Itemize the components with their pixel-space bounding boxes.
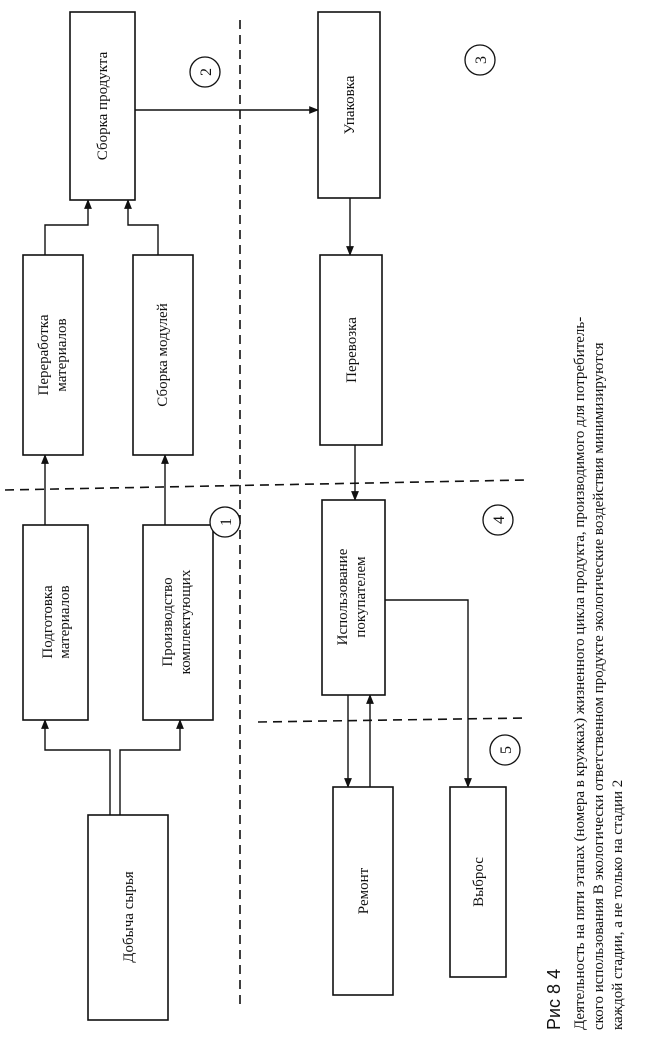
svg-text:2: 2 <box>198 68 215 76</box>
box-ispolzovanie <box>321 499 386 696</box>
svg-text:3: 3 <box>473 56 490 64</box>
figure-number: Рис 8 4 <box>544 969 564 1030</box>
caption-line-3: каждой стадии, а не только на стадии 2 <box>610 780 626 1030</box>
stage-marker-2: 2 <box>189 56 221 88</box>
box-vybros <box>449 786 507 978</box>
box-upakovka <box>317 11 381 199</box>
stage-marker-3: 3 <box>464 44 496 76</box>
label-ispolzovanie-line1: Использование <box>335 548 351 645</box>
label-proizvodstvo-line2: комплектующих <box>178 569 194 674</box>
label-pererabotka-line2: материалов <box>54 318 70 391</box>
box-perevozka <box>319 254 383 446</box>
caption-line-2: ского использования В экологически ответ… <box>591 342 607 1030</box>
connector-lines <box>41 106 472 815</box>
label-podgotovka-line1: Подготовка <box>40 585 56 659</box>
svg-text:1: 1 <box>218 518 235 526</box>
stage-divider <box>257 717 526 723</box>
stage-divider <box>4 479 526 491</box>
stage-marker-1: 1 <box>209 506 241 538</box>
label-vybros: Выброс <box>471 857 487 907</box>
label-sborka-produkta: Сборка продукта <box>95 51 111 160</box>
box-pererabotka <box>22 254 84 456</box>
box-sborka-moduley <box>132 254 194 456</box>
box-remont <box>332 786 394 996</box>
label-perevozka: Перевозка <box>344 317 360 383</box>
box-proizvodstvo <box>142 524 214 721</box>
label-remont: Ремонт <box>356 867 372 914</box>
label-dobycha: Добыча сырья <box>121 871 137 962</box>
stage-marker-5: 5 <box>489 734 521 766</box>
label-ispolzovanie-line2: покупателем <box>353 556 369 638</box>
box-podgotovka <box>22 524 89 721</box>
label-upakovka: Упаковка <box>342 75 358 134</box>
caption-line-1: Деятельность на пяти этапах (номера в кр… <box>572 317 588 1030</box>
label-pererabotka-line1: Переработка <box>36 314 52 395</box>
stage-marker-4: 4 <box>482 504 514 536</box>
label-proizvodstvo-line1: Производство <box>160 577 176 666</box>
svg-text:4: 4 <box>491 516 508 524</box>
label-podgotovka-line2: материалов <box>57 585 73 658</box>
box-sborka-produkta <box>69 11 136 201</box>
box-dobycha <box>87 814 169 1021</box>
svg-text:5: 5 <box>498 746 515 754</box>
label-sborka-moduley: Сборка модулей <box>155 303 171 407</box>
